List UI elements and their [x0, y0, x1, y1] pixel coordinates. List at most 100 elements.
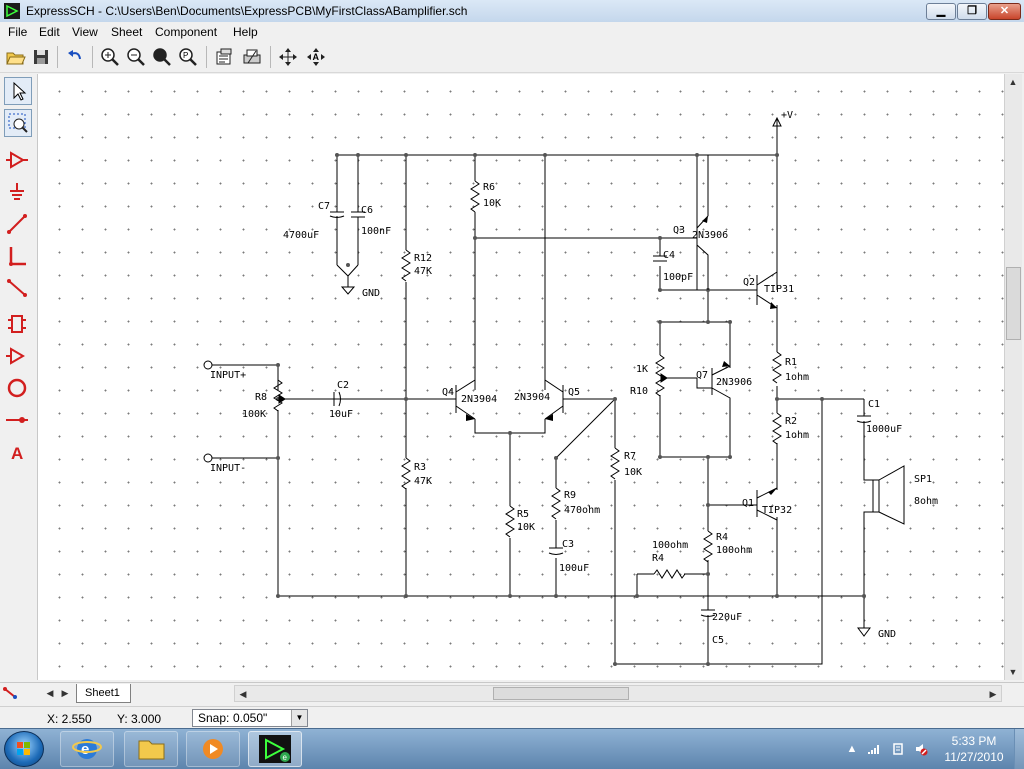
horizontal-scrollbar[interactable]: ◀ ▶: [234, 685, 1002, 702]
menu-edit[interactable]: Edit: [39, 25, 60, 39]
resistor-r4: [703, 530, 713, 563]
zoom-out-icon[interactable]: [124, 45, 148, 69]
move-label-icon[interactable]: A: [304, 45, 328, 69]
undo-icon[interactable]: [63, 45, 87, 69]
resistor-r5: [505, 505, 515, 538]
svg-text:A: A: [313, 52, 320, 62]
circle-tool-icon[interactable]: [4, 375, 32, 403]
tool-palette: A: [0, 74, 38, 680]
module-tool-icon[interactable]: [4, 311, 32, 339]
volume-muted-icon[interactable]: [914, 742, 928, 756]
label-gnd1: GND: [362, 288, 380, 299]
zoom-area-tool-icon[interactable]: [4, 109, 32, 137]
chevron-down-icon[interactable]: ▼: [291, 710, 307, 726]
minimize-button[interactable]: ▁: [926, 3, 956, 20]
vertical-scroll-thumb[interactable]: [1006, 267, 1021, 340]
show-hidden-icons-icon[interactable]: ▲: [846, 743, 858, 755]
svg-text:P: P: [183, 51, 188, 60]
label-q5-part: 2N3904: [514, 392, 550, 403]
menu-sheet[interactable]: Sheet: [111, 25, 143, 39]
pointer-tool-icon[interactable]: [4, 77, 32, 105]
schematic-canvas[interactable]: +V GND GND C7 4700uF C6 100nF R6 10K R12…: [38, 74, 1004, 680]
open-folder-icon[interactable]: [3, 45, 27, 69]
resistor-r4-horizontal: [653, 569, 686, 579]
scroll-left-icon[interactable]: ◀: [239, 689, 247, 699]
capacitor-c1: [856, 415, 872, 430]
label-r2: R2: [785, 416, 797, 427]
scroll-right-icon[interactable]: ▶: [989, 689, 997, 699]
menu-help[interactable]: Help: [233, 25, 258, 39]
port-tool-icon[interactable]: [4, 343, 32, 371]
print-icon[interactable]: [240, 45, 264, 69]
resistor-r12: [401, 249, 411, 282]
capacitor-c4: [653, 255, 667, 262]
network-icon[interactable]: [867, 742, 881, 756]
arrowheads: [466, 216, 777, 495]
resistor-r6: [470, 180, 480, 213]
expresssch-taskbar-button[interactable]: e: [248, 731, 302, 767]
sheet-tool-icon[interactable]: [2, 685, 18, 701]
label-r2-value: 1ohm: [785, 430, 809, 441]
show-desktop-button[interactable]: [1014, 729, 1024, 769]
snap-select[interactable]: Snap: 0.050" ▼: [192, 709, 308, 727]
scroll-down-icon[interactable]: ▼: [1008, 667, 1018, 677]
windows-explorer-button[interactable]: [124, 731, 178, 767]
close-button[interactable]: ✕: [988, 3, 1021, 20]
inputs: [203, 360, 220, 463]
menu-file[interactable]: File: [8, 25, 28, 39]
label-c1: C1: [868, 399, 880, 410]
tab-sheet1[interactable]: Sheet1: [76, 684, 131, 703]
text-tool-icon[interactable]: A: [4, 439, 32, 467]
horizontal-scroll-thumb[interactable]: [493, 687, 629, 700]
transistor-q4: [455, 379, 476, 420]
scroll-up-icon[interactable]: ▲: [1008, 77, 1018, 87]
clock-time: 5:33 PM: [951, 734, 997, 748]
label-q2-part: TIP31: [764, 284, 794, 295]
internet-explorer-button[interactable]: e: [60, 731, 114, 767]
properties-icon[interactable]: [212, 45, 236, 69]
resistor-r7: [610, 447, 620, 480]
taskbar-clock[interactable]: 5:33 PM 11/27/2010: [934, 733, 1014, 765]
action-center-icon[interactable]: [891, 742, 905, 756]
menu-view[interactable]: View: [72, 25, 98, 39]
junction-tool-icon[interactable]: [4, 407, 32, 435]
zoom-in-icon[interactable]: [98, 45, 122, 69]
gnd-symbol-2: [857, 627, 871, 637]
label-q4: Q4: [442, 387, 454, 398]
toolbar-separator: [270, 46, 271, 68]
move-component-icon[interactable]: [276, 45, 300, 69]
ground-and-power: [340, 116, 871, 637]
tab-scroll-left-icon[interactable]: ◀: [46, 688, 54, 698]
label-r8-value: 100K: [242, 409, 266, 420]
label-q4-part: 2N3904: [461, 394, 497, 405]
zoom-fit-icon[interactable]: [150, 45, 174, 69]
resistor-r1: [772, 351, 782, 384]
component-tool-icon[interactable]: [4, 147, 32, 175]
maximize-button[interactable]: ❐: [957, 3, 987, 20]
zoom-page-icon[interactable]: P: [176, 45, 200, 69]
label-r9: R9: [564, 490, 576, 501]
expresssch-icon: e: [259, 735, 291, 763]
menu-component[interactable]: Component: [155, 25, 218, 39]
label-q3-part: 2N3906: [692, 230, 728, 241]
label-c3-value: 100uF: [559, 563, 589, 574]
start-button[interactable]: [4, 731, 44, 767]
label-c6-value: 100nF: [361, 226, 391, 237]
label-c3: C3: [562, 539, 574, 550]
label-input-plus: INPUT+: [210, 370, 246, 381]
bus-tool-icon[interactable]: [4, 243, 32, 271]
label-input-minus: INPUT-: [210, 463, 246, 474]
window-title: ExpressSCH - C:\Users\Ben\Documents\Expr…: [26, 4, 468, 18]
line-tool-icon[interactable]: [4, 275, 32, 303]
save-icon[interactable]: [29, 45, 53, 69]
label-r3-value: 47K: [414, 476, 432, 487]
media-player-button[interactable]: [186, 731, 240, 767]
wire-tool-icon[interactable]: [4, 211, 32, 239]
resistor-r3: [401, 457, 411, 490]
tab-scroll-right-icon[interactable]: ▶: [61, 688, 69, 698]
ground-tool-icon[interactable]: [4, 179, 32, 207]
transistors: [455, 155, 778, 521]
close-icon: ✕: [999, 5, 1010, 17]
vertical-scrollbar[interactable]: ▲ ▼: [1004, 74, 1022, 680]
status-bar: X: 2.550 Y: 3.000 Snap: 0.050" ▼: [0, 706, 1024, 729]
